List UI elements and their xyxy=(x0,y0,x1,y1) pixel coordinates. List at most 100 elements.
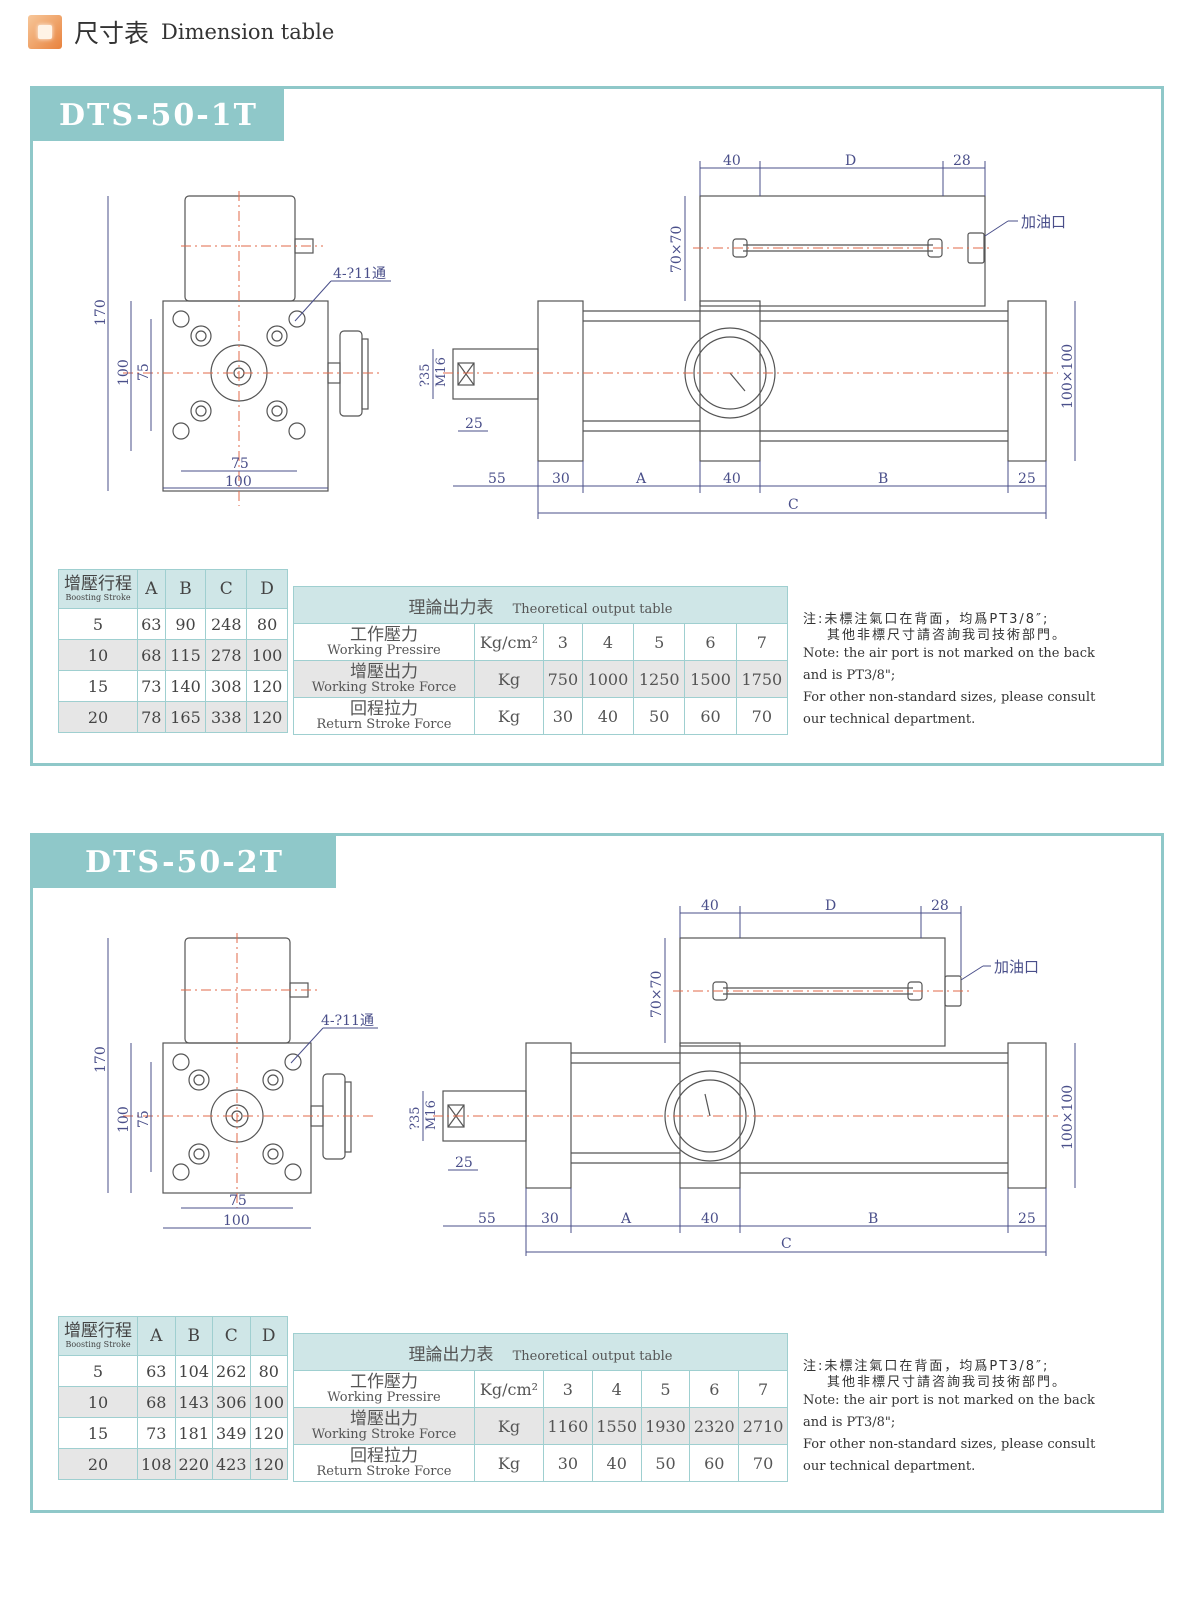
value-cell: 2710 xyxy=(738,1407,788,1445)
page-title-cn: 尺寸表 xyxy=(74,19,150,48)
cell-C: 349 xyxy=(212,1417,251,1449)
cell-stroke: 15 xyxy=(58,1417,138,1449)
oil-port-label: 加油口 xyxy=(1021,213,1066,231)
dim-100-horizontal: 100 xyxy=(223,1213,250,1229)
table-row: 增壓出力 Working Stroke Force Kg 1160 1550 1… xyxy=(293,1407,788,1445)
dim-A: A xyxy=(620,1211,632,1227)
cell-D: 120 xyxy=(249,1417,288,1449)
value-cell: 1250 xyxy=(633,660,686,698)
value-cell: 7 xyxy=(735,623,789,661)
row-label: 增壓出力 Working Stroke Force xyxy=(293,660,475,698)
side-view xyxy=(162,195,369,492)
table-row: 10 68 143 306 100 xyxy=(58,1386,288,1418)
table-row: 5 63 104 262 80 xyxy=(58,1355,288,1387)
col-header-D: D xyxy=(246,569,288,609)
note: 注:未標注氣口在背面，均爲PT3/8″; 其他非標尺寸請咨詢我司技術部門。 No… xyxy=(803,1356,1103,1478)
value-cell: 60 xyxy=(689,1444,740,1482)
stroke-header: 增壓行程 Boosting Stroke xyxy=(58,569,138,609)
dim-25-bottom: 25 xyxy=(1018,1211,1036,1227)
value-cell: 6 xyxy=(684,623,737,661)
value-cell: 60 xyxy=(684,697,737,735)
dim-75-vertical: 75 xyxy=(136,363,152,381)
row-unit: Kg/cm² xyxy=(474,1370,544,1408)
note-en-line2: For other non-standard sizes, please con… xyxy=(803,690,1096,727)
cell-D: 80 xyxy=(246,608,288,640)
cell-D: 120 xyxy=(246,701,288,733)
dim-M16: M16 xyxy=(434,357,449,387)
stroke-header: 增壓行程 Boosting Stroke xyxy=(58,1316,138,1356)
page-header: 尺寸表 Dimension table xyxy=(28,14,334,50)
cell-B: 140 xyxy=(164,670,207,702)
dim-55: 55 xyxy=(488,471,506,487)
value-cell: 4 xyxy=(591,1370,642,1408)
row-unit: Kg xyxy=(474,1444,544,1482)
dim-D: D xyxy=(825,898,836,914)
dim-30: 30 xyxy=(552,471,570,487)
cell-D: 120 xyxy=(246,670,288,702)
front-dimension-lines xyxy=(422,906,1076,1256)
cell-stroke: 5 xyxy=(58,1355,138,1387)
technical-drawing: 170 100 75 75 100 4-?11通 xyxy=(93,153,1076,519)
value-cell: 1500 xyxy=(684,660,737,698)
value-cell: 1000 xyxy=(581,660,635,698)
cell-C: 306 xyxy=(212,1386,251,1418)
col-header-A: A xyxy=(137,1316,176,1356)
row-label: 回程拉力 Return Stroke Force xyxy=(293,1444,475,1482)
cell-D: 80 xyxy=(249,1355,288,1387)
note: 注:未標注氣口在背面，均爲PT3/8″; 其他非標尺寸請咨詢我司技術部門。 No… xyxy=(803,609,1103,731)
value-cell: 40 xyxy=(581,697,635,735)
output-table-title: 理論出力表 Theoretical output table xyxy=(293,586,788,624)
section-title: DTS-50-1T xyxy=(33,89,284,141)
note-en-line2: For other non-standard sizes, please con… xyxy=(803,1437,1096,1474)
note-cn-line1: 注:未標注氣口在背面，均爲PT3/8″; xyxy=(803,1359,1050,1374)
dim-D: D xyxy=(845,153,856,169)
dim-70x70: 70×70 xyxy=(649,971,665,1018)
cell-C: 308 xyxy=(205,670,248,702)
front-centerlines xyxy=(443,247,1058,374)
dim-70x70: 70×70 xyxy=(669,226,685,273)
cell-stroke: 20 xyxy=(58,1448,138,1480)
table-row: 工作壓力 Working Pressire Kg/cm² 3 4 5 6 7 xyxy=(293,623,789,661)
page-title-en: Dimension table xyxy=(161,20,335,44)
table-row: 10 68 115 278 100 xyxy=(58,639,288,671)
cell-D: 100 xyxy=(249,1386,288,1418)
dim-holes: 4-?11通 xyxy=(333,266,386,282)
col-header-B: B xyxy=(164,569,207,609)
dim-holes: 4-?11通 xyxy=(321,1013,374,1029)
section-title: DTS-50-2T xyxy=(33,836,336,888)
row-unit: Kg xyxy=(474,660,544,698)
front-view xyxy=(452,195,1047,462)
col-header-C: C xyxy=(212,1316,251,1356)
cell-B: 104 xyxy=(174,1355,213,1387)
cell-B: 90 xyxy=(164,608,207,640)
value-cell: 1750 xyxy=(735,660,789,698)
dim-75-vertical: 75 xyxy=(136,1110,152,1128)
side-dimension-lines xyxy=(107,196,391,491)
dim-100x100: 100×100 xyxy=(1060,344,1076,409)
cell-C: 278 xyxy=(205,639,248,671)
table-row: 20 78 165 338 120 xyxy=(58,701,288,733)
note-cn-line2: 其他非標尺寸請咨詢我司技術部門。 xyxy=(827,1375,1068,1390)
row-unit: Kg xyxy=(474,1407,544,1445)
cell-B: 143 xyxy=(174,1386,213,1418)
cell-stroke: 10 xyxy=(58,639,138,671)
cell-B: 165 xyxy=(164,701,207,733)
dim-75-horizontal: 75 xyxy=(229,1193,247,1209)
value-cell: 5 xyxy=(633,623,686,661)
output-table: 理論出力表 Theoretical output table 工作壓力 Work… xyxy=(293,1333,788,1482)
dim-25-bottom: 25 xyxy=(1018,471,1036,487)
row-label: 工作壓力 Working Pressire xyxy=(293,1370,475,1408)
col-header-D: D xyxy=(249,1316,288,1356)
dim-28: 28 xyxy=(931,898,949,914)
value-cell: 30 xyxy=(543,697,583,735)
dim-B: B xyxy=(868,1211,878,1227)
front-centerlines xyxy=(433,990,1058,1117)
section-dts-50-1t: DTS-50-1T xyxy=(30,86,1164,766)
col-header-C: C xyxy=(205,569,248,609)
row-unit: Kg xyxy=(474,697,544,735)
cell-A: 108 xyxy=(137,1448,176,1480)
technical-drawing: 170 100 75 75 100 4-?11通 xyxy=(93,898,1076,1256)
cell-A: 78 xyxy=(137,701,166,733)
side-view xyxy=(162,937,352,1194)
dim-B: B xyxy=(878,471,888,487)
